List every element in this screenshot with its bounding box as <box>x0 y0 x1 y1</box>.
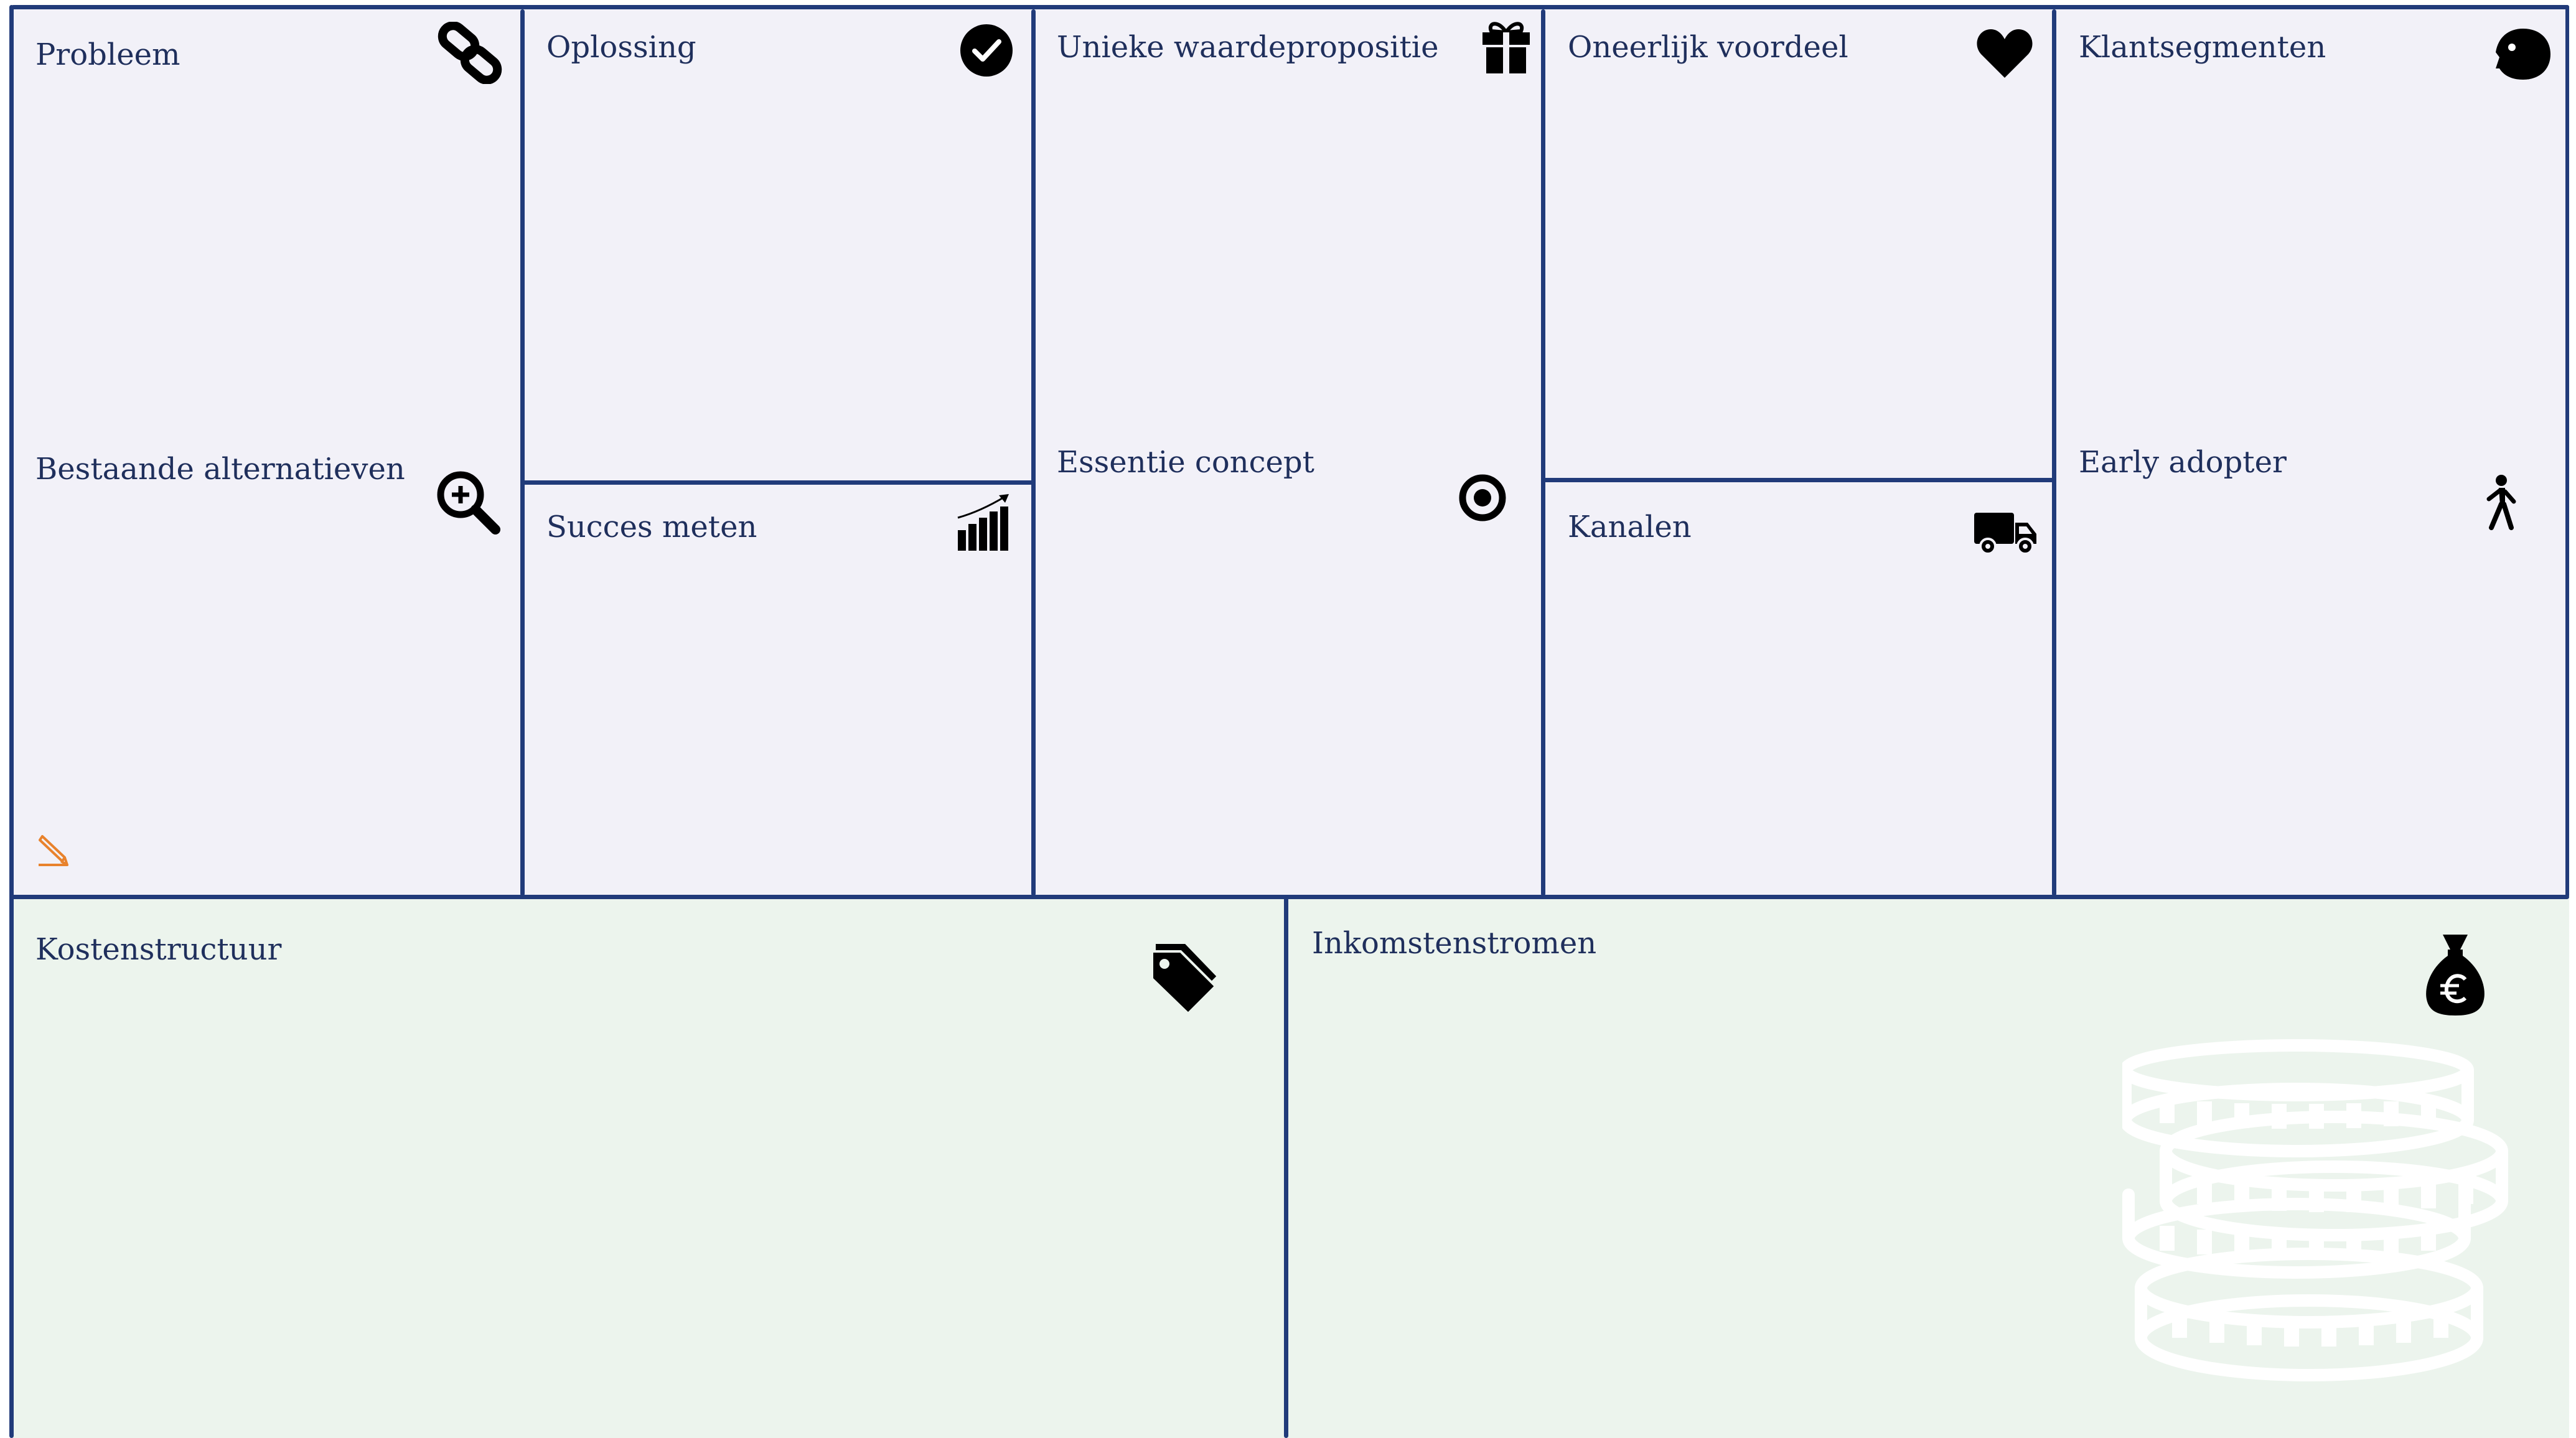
title-early-adopter: Early adopter <box>2079 447 2287 477</box>
euro-money-bag-icon <box>2424 933 2486 1017</box>
target-icon <box>1458 473 1507 523</box>
heart-icon <box>1976 28 2033 79</box>
coin-stack-illustration <box>2122 1039 2521 1388</box>
zoom-in-icon <box>436 470 501 535</box>
walking-person-icon <box>2480 474 2519 530</box>
title-essentie-concept: Essentie concept <box>1057 447 1314 477</box>
check-circle-icon <box>960 24 1013 77</box>
divider-bottom-middle <box>1284 897 1288 1438</box>
title-bestaande-alternatieven: Bestaande alternatieven <box>35 454 405 484</box>
divider-col-1 <box>520 9 525 896</box>
link-icon <box>436 22 504 84</box>
title-oplossing: Oplossing <box>546 32 696 62</box>
title-unieke-waardepropositie: Unieke waardepropositie <box>1057 32 1439 62</box>
growth-chart-icon <box>955 493 1011 552</box>
title-oneerlijk-voordeel: Oneerlijk voordeel <box>1568 32 1848 62</box>
border-top <box>11 5 2569 9</box>
divider-col-2 <box>1031 9 1036 896</box>
price-tags-icon <box>1148 936 1223 1020</box>
title-klantsegmenten: Klantsegmenten <box>2079 32 2326 62</box>
face-icon <box>2494 27 2552 81</box>
gift-icon <box>1481 19 1531 75</box>
title-inkomstenstromen: Inkomstenstromen <box>1312 928 1596 958</box>
divider-oplossing-succes <box>523 480 1033 485</box>
border-right <box>2565 5 2569 897</box>
divider-top-bottom <box>11 895 2569 899</box>
title-probleem: Probleem <box>35 40 180 70</box>
divider-col-3 <box>1541 9 1545 896</box>
pencil-icon <box>37 833 70 867</box>
title-kanalen: Kanalen <box>1568 512 1692 542</box>
title-kostenstructuur: Kostenstructuur <box>35 935 281 964</box>
border-left <box>9 5 14 1438</box>
truck-icon <box>1973 509 2038 558</box>
title-succes-meten: Succes meten <box>546 512 757 542</box>
divider-col-4 <box>2052 9 2056 896</box>
divider-voordeel-kanalen <box>1543 478 2054 482</box>
